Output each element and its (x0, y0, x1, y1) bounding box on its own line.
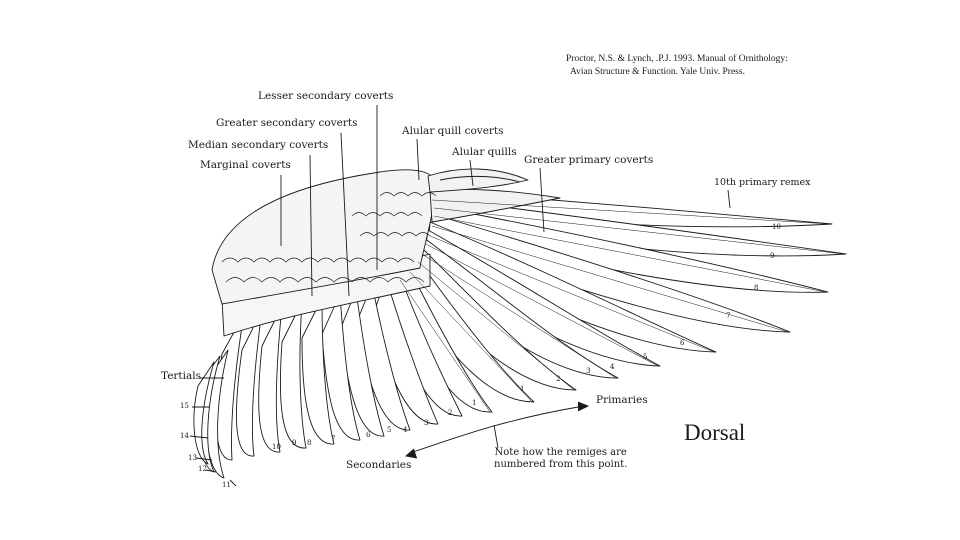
secondary-number: 13 (188, 454, 197, 462)
secondary-number: 2 (448, 409, 453, 417)
secondary-number: 11 (222, 481, 231, 489)
primary-number: 4 (610, 363, 615, 371)
primary-number: 8 (754, 284, 759, 292)
label-10th-primary-remex: 10th primary remex (714, 177, 811, 188)
primary-number: 10 (772, 223, 781, 231)
secondary-number: 15 (180, 402, 189, 410)
label-median-secondary-coverts: Median secondary coverts (188, 139, 329, 151)
numbering-note: Note how the remiges are numbered from t… (494, 447, 627, 471)
primary-number: 6 (680, 339, 685, 347)
secondary-number: 3 (424, 419, 429, 427)
note-line-2: numbered from this point. (494, 459, 628, 470)
label-secondaries: Secondaries (346, 459, 412, 471)
secondary-number: 5 (387, 426, 392, 434)
primary-number: 9 (770, 252, 775, 260)
primary-number: 3 (586, 367, 591, 375)
secondary-number: 4 (403, 426, 408, 434)
primary-number: 5 (643, 353, 648, 361)
view-title: Dorsal (684, 420, 746, 445)
label-alular-quill-coverts: Alular quill coverts (402, 125, 504, 137)
secondary-feather-5 (321, 293, 361, 441)
primary-number: 1 (520, 385, 525, 393)
covert-scallops (221, 192, 437, 283)
label-alular-quills: Alular quills (452, 146, 517, 158)
primary-number: 7 (726, 312, 731, 320)
feather-shafts (399, 199, 845, 413)
secondary-number: 9 (292, 439, 297, 447)
secondary-number: 10 (272, 443, 281, 451)
label-tertials: Tertials (161, 370, 202, 382)
tertial-feather-13 (193, 361, 215, 465)
label-marginal-coverts: Marginal coverts (200, 159, 291, 171)
secondary-number: 6 (366, 431, 371, 439)
alula (427, 168, 529, 193)
secondary-number: 7 (331, 435, 336, 443)
secondary-number: 12 (198, 465, 207, 473)
label-greater-secondary-coverts: Greater secondary coverts (216, 117, 358, 129)
label-greater-primary-coverts: Greater primary coverts (524, 154, 654, 166)
secondary-feather-8 (258, 305, 283, 453)
note-line-1: Note how the remiges are (494, 447, 627, 458)
secondary-feather-7 (279, 301, 307, 449)
citation-line-1: Proctor, N.S. & Lynch, .P.J. 1993. Manua… (566, 54, 788, 64)
label-lesser-secondary-coverts: Lesser secondary coverts (258, 90, 394, 102)
secondary-feather-6 (301, 297, 335, 445)
secondary-number: 8 (307, 439, 312, 447)
label-primaries: Primaries (596, 394, 648, 406)
secondary-feather-9 (235, 309, 263, 457)
citation-line-2: Avian Structure & Function. Yale Univ. P… (570, 67, 745, 77)
citation: Proctor, N.S. & Lynch, .P.J. 1993. Manua… (566, 53, 788, 79)
primary-number: 2 (556, 375, 561, 383)
leader-lines (189, 105, 731, 487)
secondary-number: 14 (180, 432, 189, 440)
secondary-number: 1 (472, 399, 477, 407)
